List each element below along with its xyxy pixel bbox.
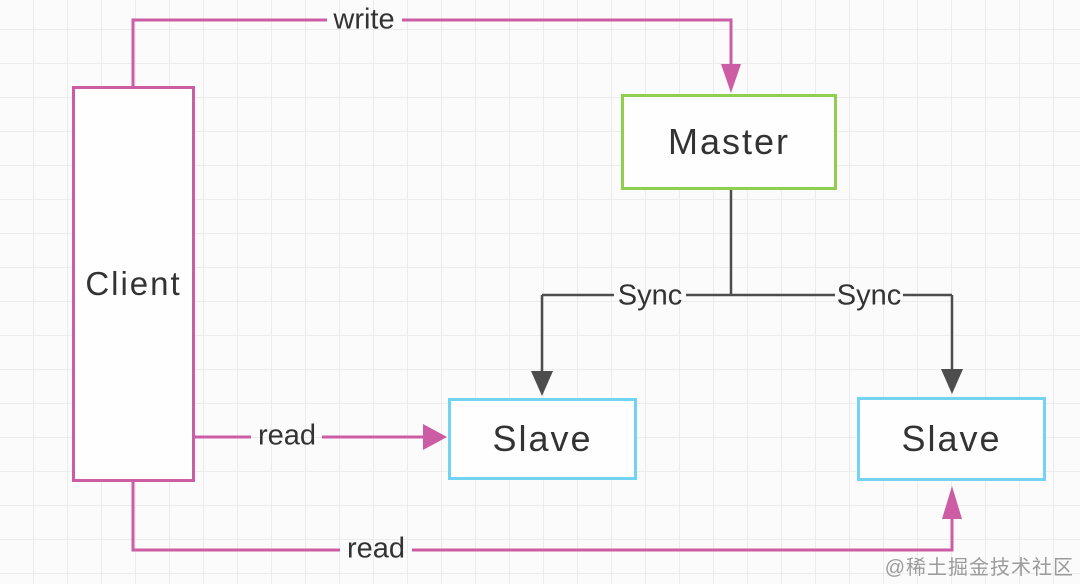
- node-master-label: Master: [667, 121, 791, 162]
- node-master: Master: [621, 94, 837, 190]
- edge-write-line: [131, 18, 733, 86]
- edge-label-sync-left: Sync: [617, 279, 683, 312]
- node-client-label: Client: [85, 265, 182, 302]
- node-slave-right: Slave: [857, 397, 1046, 481]
- node-slave-left: Slave: [448, 398, 637, 480]
- edge-read-bottom-line: [131, 482, 954, 552]
- edge-read-left-arrowhead-icon: [423, 424, 447, 450]
- edge-sync-right-arrowhead-icon: [941, 369, 963, 394]
- edge-label-sync-right: Sync: [836, 279, 902, 312]
- edge-write: [131, 18, 741, 93]
- edge-label-read-bottom: read: [346, 532, 406, 565]
- edge-sync-lines: [540, 190, 954, 373]
- edge-label-read-left: read: [257, 419, 317, 452]
- node-slave-left-label: Slave: [492, 418, 593, 459]
- edge-read-left: [195, 424, 447, 450]
- edge-read-bottom-arrowhead-icon: [942, 486, 962, 519]
- edge-sync-left-arrowhead-icon: [531, 371, 553, 396]
- edge-write-arrowhead-icon: [721, 64, 741, 93]
- watermark-text: @稀土掘金技术社区: [884, 557, 1074, 579]
- node-slave-right-label: Slave: [901, 418, 1002, 459]
- edge-read-bottom: [131, 482, 962, 552]
- edge-label-write: write: [333, 3, 395, 36]
- node-client: Client: [72, 86, 195, 482]
- edge-sync: [531, 190, 963, 396]
